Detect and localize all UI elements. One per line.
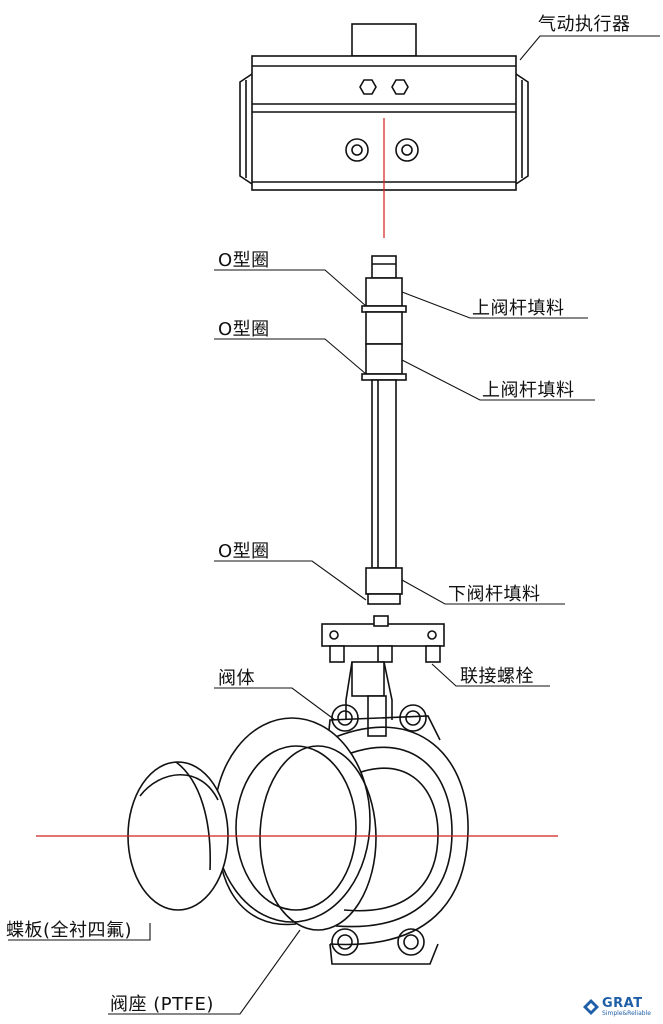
label-disc: 蝶板(全衬四氟) xyxy=(6,920,133,941)
label-upper-packing-1: 上阀杆填料 xyxy=(472,298,565,319)
top-flange xyxy=(321,615,445,737)
leader-lines xyxy=(8,35,660,1015)
valve-body xyxy=(327,704,469,965)
label-connecting-bolt: 联接螺栓 xyxy=(460,666,534,687)
valve-stem xyxy=(361,255,407,605)
grat-logo: GRAT Simple&Reliable xyxy=(580,996,660,1020)
label-valve-body: 阀体 xyxy=(218,668,255,689)
label-actuator: 气动执行器 xyxy=(538,14,631,35)
label-o-ring-1: O型圈 xyxy=(218,250,270,271)
grat-logo-mark-icon xyxy=(583,999,599,1015)
label-o-ring-2: O型圈 xyxy=(218,319,270,340)
label-seat: 阀座 (PTFE) xyxy=(110,994,214,1015)
label-lower-packing: 下阀杆填料 xyxy=(448,584,541,605)
label-upper-packing-2: 上阀杆填料 xyxy=(482,380,575,401)
centerlines xyxy=(36,118,558,837)
label-o-ring-3: O型圈 xyxy=(218,541,270,562)
logo-brand: GRAT xyxy=(602,996,643,1011)
logo-tagline: Simple&Reliable xyxy=(602,1010,651,1017)
valve-seat xyxy=(213,717,377,931)
